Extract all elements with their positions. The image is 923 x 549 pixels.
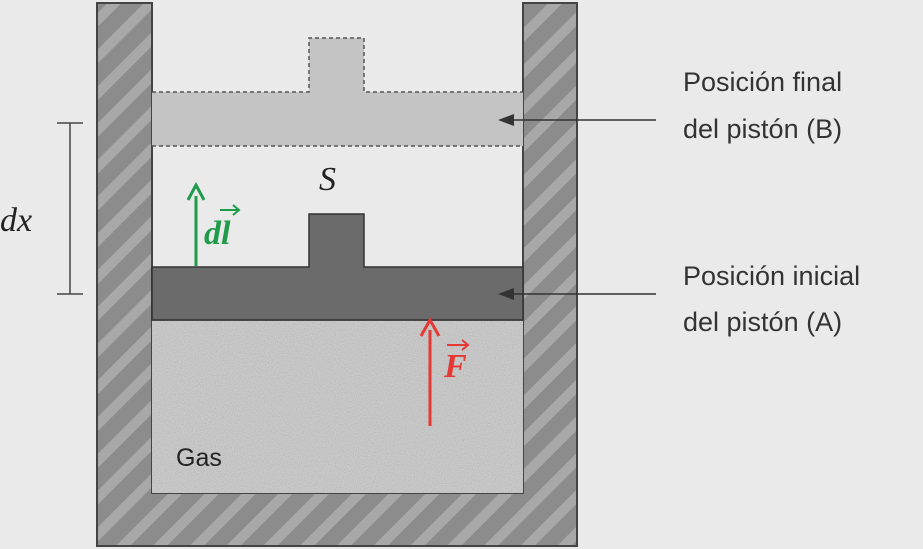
displacement-vector: dl — [186, 181, 241, 266]
cylinder-wall — [96, 2, 578, 547]
dx-label: dx — [0, 202, 32, 239]
pointer-final — [498, 114, 656, 126]
piston-initial-position — [151, 213, 524, 321]
final-position-label-line2: del pistón (B) — [683, 114, 842, 144]
dl-label: dl — [204, 215, 231, 252]
cylinder — [96, 2, 578, 547]
force-vector: F — [419, 316, 470, 426]
initial-position-label-line2: del pistón (A) — [683, 307, 842, 337]
dx-bracket — [57, 122, 83, 295]
final-position-label-line1: Posición final — [683, 67, 842, 97]
initial-position-label-line1: Posición inicial — [683, 261, 860, 291]
dl-overarrow-icon — [220, 204, 241, 216]
force-label: F — [443, 348, 467, 385]
gas-label: Gas — [176, 444, 222, 472]
piston-final-position — [152, 37, 523, 147]
area-label: S — [319, 161, 336, 198]
force-overarrow-icon — [447, 339, 470, 351]
pointer-initial — [498, 288, 656, 300]
gas-region — [152, 320, 523, 493]
